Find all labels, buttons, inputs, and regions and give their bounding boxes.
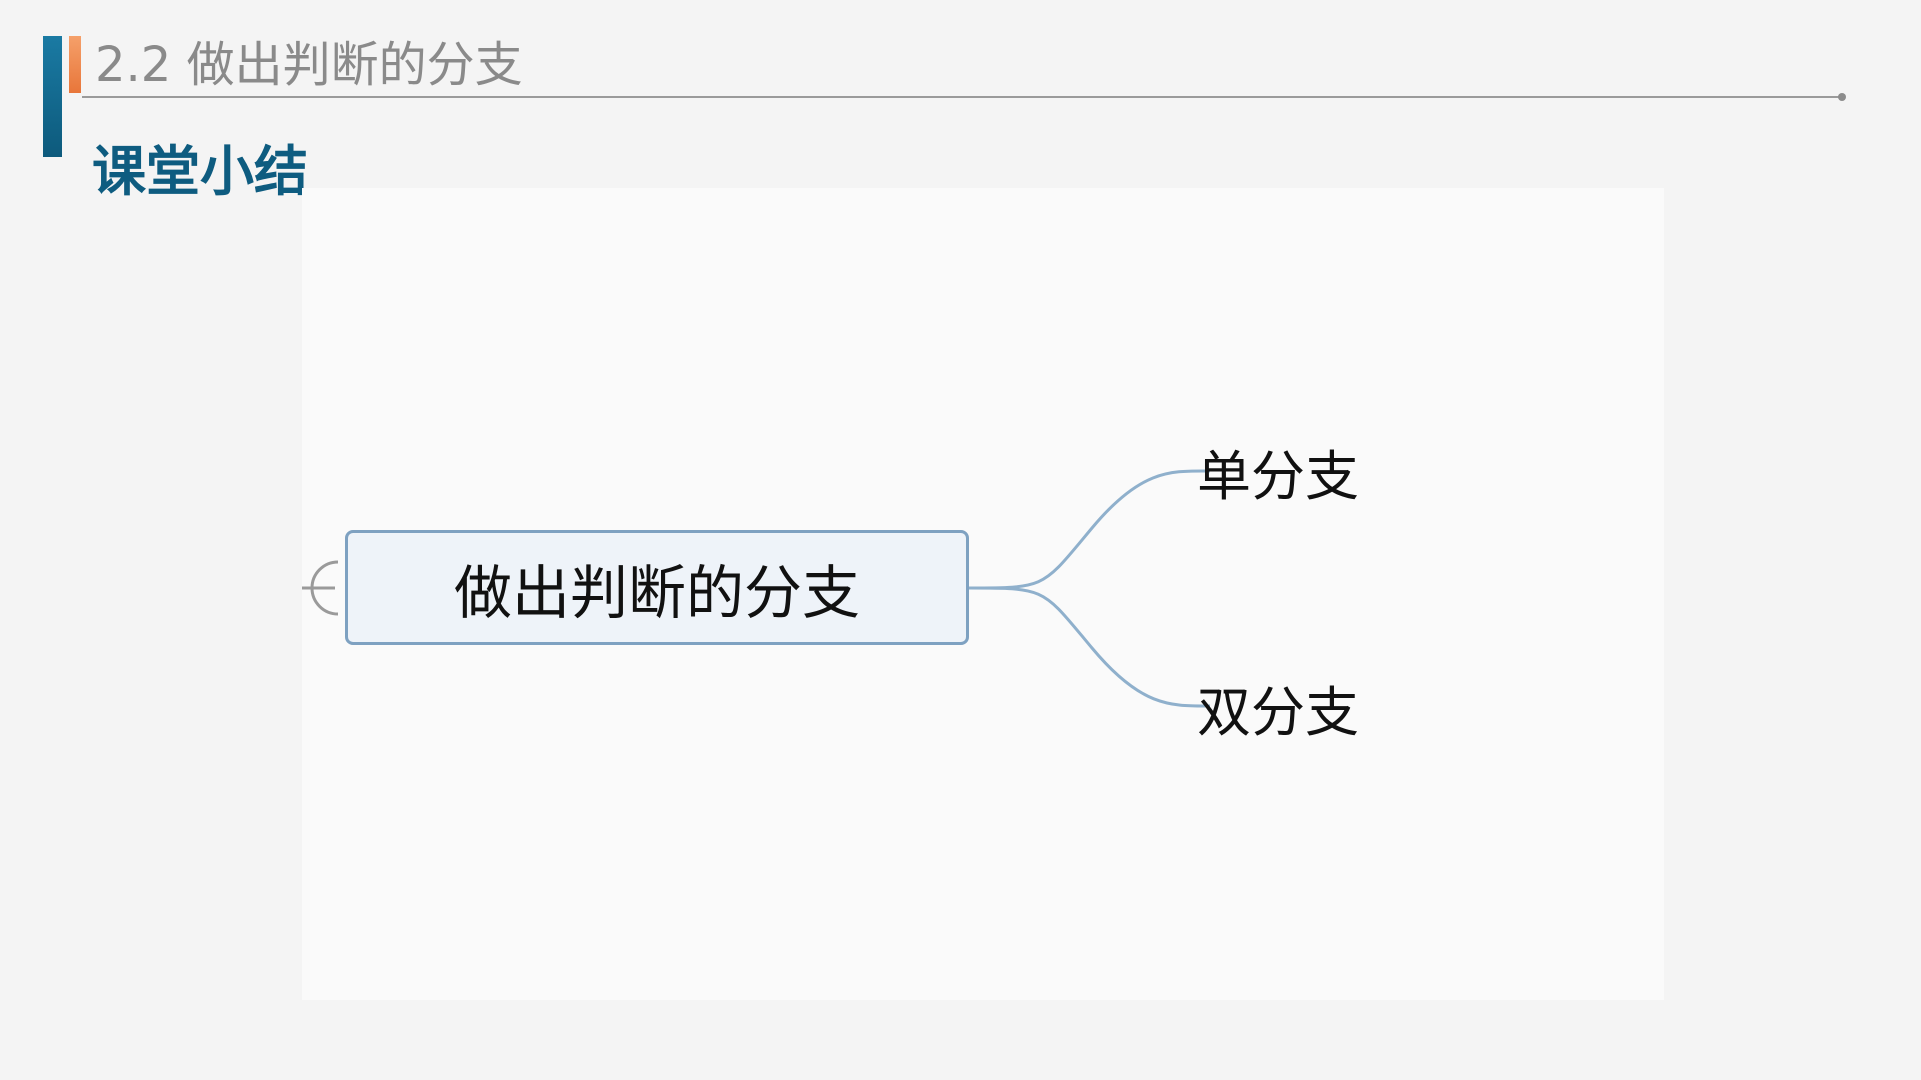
header-divider xyxy=(82,96,1842,98)
connector-bottom xyxy=(968,586,1211,708)
branch-double: 双分支 xyxy=(1197,681,1359,744)
accent-bar-orange xyxy=(69,36,81,93)
mind-map-panel: 做出判断的分支 单分支 双分支 xyxy=(302,188,1664,1000)
branch-single: 单分支 xyxy=(1197,445,1359,508)
page-subtitle: 课堂小结 xyxy=(92,140,308,203)
central-node: 做出判断的分支 xyxy=(345,530,969,645)
connector-top xyxy=(968,469,1211,590)
accent-bar-blue xyxy=(43,36,62,157)
section-title: 2.2 做出判断的分支 xyxy=(95,37,523,93)
divider-end-dot xyxy=(1838,93,1846,101)
mind-map-canvas xyxy=(302,469,1211,708)
